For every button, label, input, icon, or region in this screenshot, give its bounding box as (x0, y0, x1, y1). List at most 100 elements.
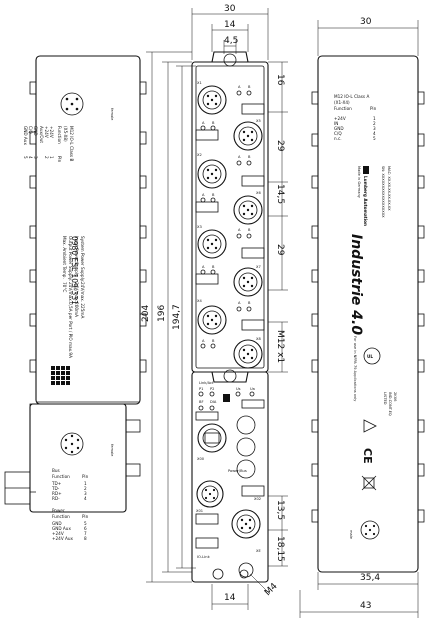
power-row-function: +24V Aux (52, 536, 74, 541)
dim-front-width: 30 (224, 4, 236, 14)
power-row-pin: 6 (84, 526, 87, 531)
port-label-x6: X6 (256, 191, 261, 195)
blind-plug (236, 437, 256, 457)
led-label-b: B (248, 155, 251, 159)
class-a-row-pin: 1 (373, 116, 376, 121)
brand-name: Lumberg Automation (363, 176, 368, 226)
dim-pitch-e: 18,15 (275, 536, 285, 562)
port-label-x7: X7 (256, 265, 261, 269)
class-b-row-function: +24V (49, 126, 54, 138)
ce-mark: CE (361, 448, 374, 464)
port-label-x2: X2 (197, 153, 202, 157)
power-row-function: GND Aux (52, 526, 71, 531)
ul-listed: LISTED (383, 392, 387, 405)
dim-pitch-c: 29 (275, 244, 285, 256)
label-plate-x02 (241, 485, 265, 497)
dim-front-inner: 14 (224, 20, 236, 30)
class-a-row-pin: 3 (373, 126, 376, 131)
m12-connector-x1 (197, 85, 227, 115)
power-row-function: +24V (52, 531, 64, 536)
class-a-title: M12 IO-L Class A (334, 94, 369, 99)
front-view: X1 X2 X3 X4 X5 X6 X7 X8 A B A B A B A B … (191, 51, 269, 583)
class-a-range: (X1-X4) (334, 100, 350, 105)
dim-overall-height: 204 (141, 305, 151, 322)
class-b-row-pin: 4 (28, 156, 33, 159)
power-connector-x01 (196, 480, 224, 508)
led-label-a: A (238, 228, 241, 232)
class-b-row-pin: 5 (23, 156, 28, 159)
class-b-title: M12 IO-L Class B (69, 126, 74, 161)
right-pin-diagram (360, 520, 380, 540)
label-plate-x2 (195, 201, 219, 213)
power-header-function: Function (52, 514, 70, 519)
front-housing (191, 61, 269, 373)
front-lower-housing (191, 371, 269, 583)
status-p1-label: P1 (199, 387, 203, 391)
class-a-row-function: GND (334, 126, 344, 131)
bus-table: Bus Function Pin TD+ 1 TD- 2 RD+ 3 RD- 4 (51, 468, 89, 501)
power-title: Power (52, 508, 65, 513)
label-plate-x7 (241, 247, 265, 259)
class-b-range: (X5-X8) (63, 126, 68, 142)
dim-bottom-width: 14 (224, 593, 236, 603)
left-lower-housing (29, 403, 127, 513)
spec-label: Max. Ambient Temp. (62, 236, 67, 279)
class-a-header-pin: Pin (370, 106, 377, 111)
left-bottom-mount (29, 403, 36, 493)
status-p2-label: P2 (210, 387, 214, 391)
io-link-label: IO-Link (197, 555, 211, 559)
class-a-header-function: Function (334, 106, 352, 111)
class-b-row-function: GND (33, 126, 38, 136)
led-label-a: A (202, 121, 205, 125)
bus-header-pin: Pin (82, 474, 89, 479)
dim-front-hole: 4,5 (224, 36, 238, 46)
class-a-row-function: IN (334, 121, 338, 126)
warning-icon (363, 419, 377, 433)
left-pin-diagram-bottom (60, 432, 84, 456)
led-label-b: B (248, 228, 251, 232)
class-b-header-function: Function (57, 126, 62, 144)
power-table: Power Function Pin GND 5 GND Aux 6 +24V … (52, 508, 89, 541)
port-label-x4: X4 (197, 299, 202, 303)
label-plate-x5 (241, 103, 265, 115)
led-label-b: B (212, 339, 215, 343)
left-side-view: female M12 IO-L Class B (X5-X8) Function… (4, 55, 147, 541)
weee-bin-icon (361, 475, 377, 491)
spec-label: Output Power Supply: (68, 236, 73, 281)
led-label-b: B (248, 85, 251, 89)
ul-mark: UL (363, 347, 381, 365)
class-b-row-function: GND Aux (23, 126, 28, 145)
led-label-a: A (238, 155, 241, 159)
link-act-label: Link/Act (199, 381, 214, 385)
port-label-x5: X5 (256, 119, 261, 123)
power-row-pin: 5 (84, 521, 87, 526)
label-plate-status (195, 411, 219, 421)
bus-row-pin: 3 (84, 491, 87, 496)
left-pin-diagram-top (60, 92, 84, 116)
svg-text:UL: UL (367, 354, 373, 359)
product-number: 0980 ESL 109-331 (70, 236, 79, 305)
port-label-xe: XE (256, 549, 261, 553)
m12-connector-x6 (233, 195, 263, 225)
led-label-a: A (238, 301, 241, 305)
class-b-header-pin: Pin (57, 156, 62, 163)
power-connector-x02 (231, 509, 261, 539)
top-mount-hole (223, 53, 237, 67)
power-row-function: GND (52, 521, 62, 526)
led-label-b: B (248, 301, 251, 305)
class-a-row-function: +24V (334, 116, 346, 121)
m12-connector-x2 (197, 159, 227, 189)
power-row-pin: 8 (84, 536, 87, 541)
blind-plug (236, 459, 256, 479)
spec-block: System Power Supply: 24V/max. 225mA Inpu… (62, 236, 85, 358)
status-ua-label: Ua (250, 387, 255, 391)
brand-logo-right: Lumberg Automation (363, 166, 369, 226)
m12-connector-x5 (233, 121, 263, 151)
config-switch (223, 394, 230, 402)
class-a-row-function: C/Q (334, 131, 342, 136)
bus-row-function: TD- (51, 486, 60, 491)
right-housing (317, 55, 419, 573)
dim-height-b: 196 (157, 305, 167, 322)
port-label-x1: X1 (197, 81, 202, 85)
serial-number: SN: XXXXXXXXXXXXXXXXXX (381, 166, 385, 218)
